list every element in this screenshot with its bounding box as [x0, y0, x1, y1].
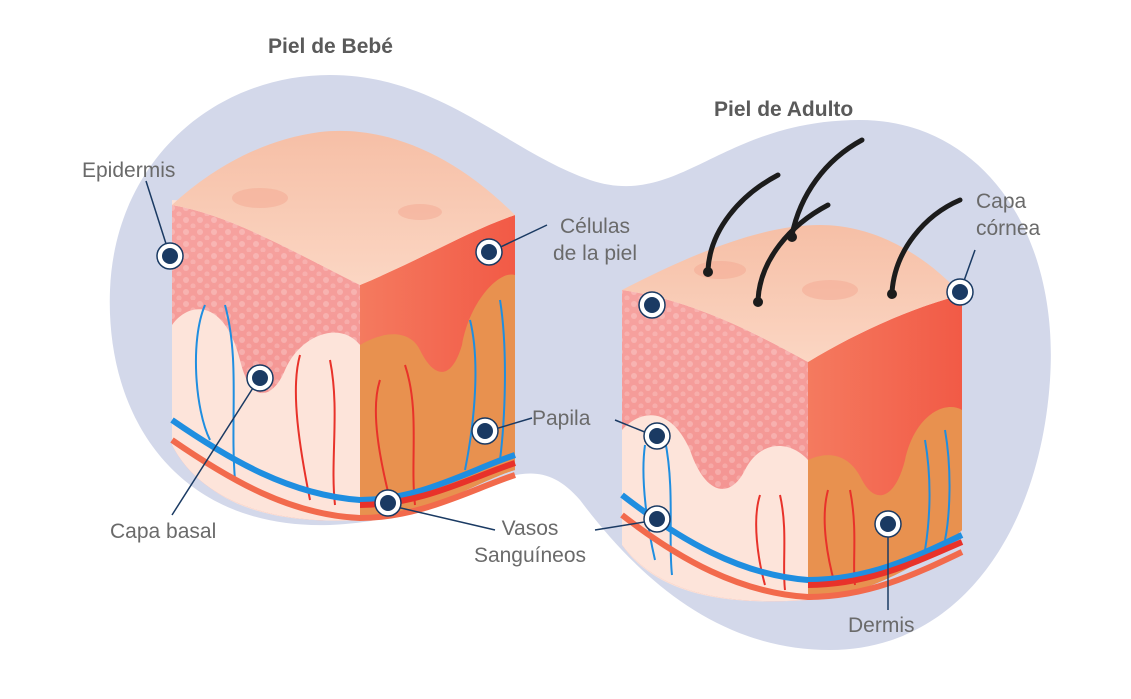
label-capa-cornea-line1: Capa: [976, 190, 1027, 213]
marker-papila-baby: [471, 417, 499, 445]
label-vasos-line1: Vasos: [501, 517, 559, 540]
marker-capa-basal-baby: [246, 364, 274, 392]
leader-lines: [145, 180, 976, 610]
label-epidermis: Epidermis: [82, 159, 176, 182]
markers: [156, 238, 974, 538]
adult-skin-title: Piel de Adulto: [714, 98, 854, 121]
marker-vasos-adult: [643, 505, 671, 533]
label-dermis: Dermis: [848, 614, 915, 637]
marker-epidermis-baby: [156, 242, 184, 270]
label-celulas-line2: de la piel: [552, 242, 638, 265]
label-vasos-line2: Sanguíneos: [473, 544, 587, 567]
label-celulas-line1: Células: [559, 215, 631, 238]
label-vasos-sanguineos: Vasos Sanguíneos: [455, 515, 605, 569]
baby-skin-block: [170, 130, 516, 522]
label-capa-cornea: Capa córnea: [976, 188, 1040, 242]
marker-epidermis-adult: [638, 291, 666, 319]
marker-papila-adult: [643, 422, 671, 450]
baby-skin-title: Piel de Bebé: [268, 35, 393, 58]
marker-vasos-baby: [374, 489, 402, 517]
label-celulas-de-la-piel: Células de la piel: [530, 213, 660, 267]
marker-capa-cornea-adult: [946, 278, 974, 306]
label-capa-basal: Capa basal: [110, 520, 217, 543]
marker-celulas-baby: [475, 238, 503, 266]
label-papila: Papila: [532, 407, 591, 430]
label-capa-cornea-line2: córnea: [976, 217, 1041, 240]
marker-dermis-adult: [874, 510, 902, 538]
